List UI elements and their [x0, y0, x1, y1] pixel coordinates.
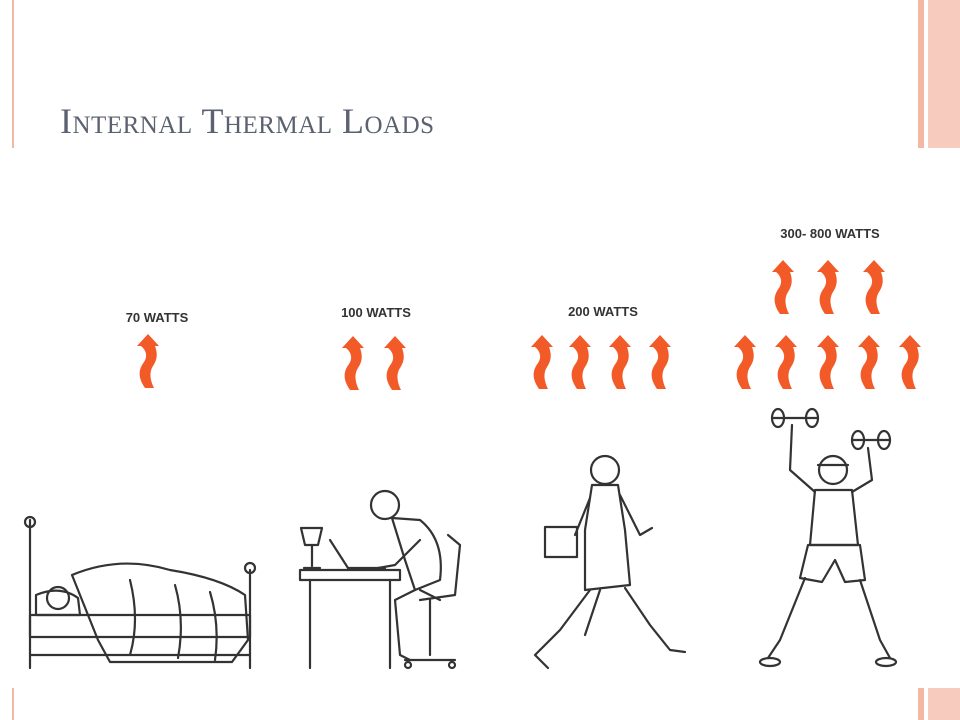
sleeping-person-icon [23, 515, 257, 670]
walking-person-icon [533, 454, 687, 670]
activity-sleeping: 70 WATTS [23, 310, 257, 670]
watts-label-walking: 200 WATTS [568, 304, 638, 319]
heat-arrow-icon [137, 334, 159, 388]
activity-exercising: 300- 800 WATTS [734, 226, 921, 668]
exercising-person-icon [758, 407, 898, 668]
thermal-loads-illustration: 70 WATTS 100 WATTS [23, 226, 921, 670]
heat-arrow-icon [342, 336, 406, 390]
left-edge-decoration-bottom [0, 688, 14, 720]
right-edge-decoration [916, 0, 960, 148]
activity-seated-work: 100 WATTS [298, 305, 462, 670]
right-edge-decoration-bottom [916, 688, 960, 720]
heat-arrow-icon [531, 335, 671, 389]
watts-label-exercising: 300- 800 WATTS [780, 226, 880, 241]
left-edge-decoration [0, 0, 14, 148]
activity-walking: 200 WATTS [531, 304, 687, 670]
heat-arrow-icon [734, 260, 921, 389]
watts-label-sleeping: 70 WATTS [126, 310, 189, 325]
watts-label-seated-work: 100 WATTS [341, 305, 411, 320]
slide-title: Internal Thermal Loads [60, 101, 435, 141]
seated-person-at-laptop-icon [298, 489, 462, 670]
